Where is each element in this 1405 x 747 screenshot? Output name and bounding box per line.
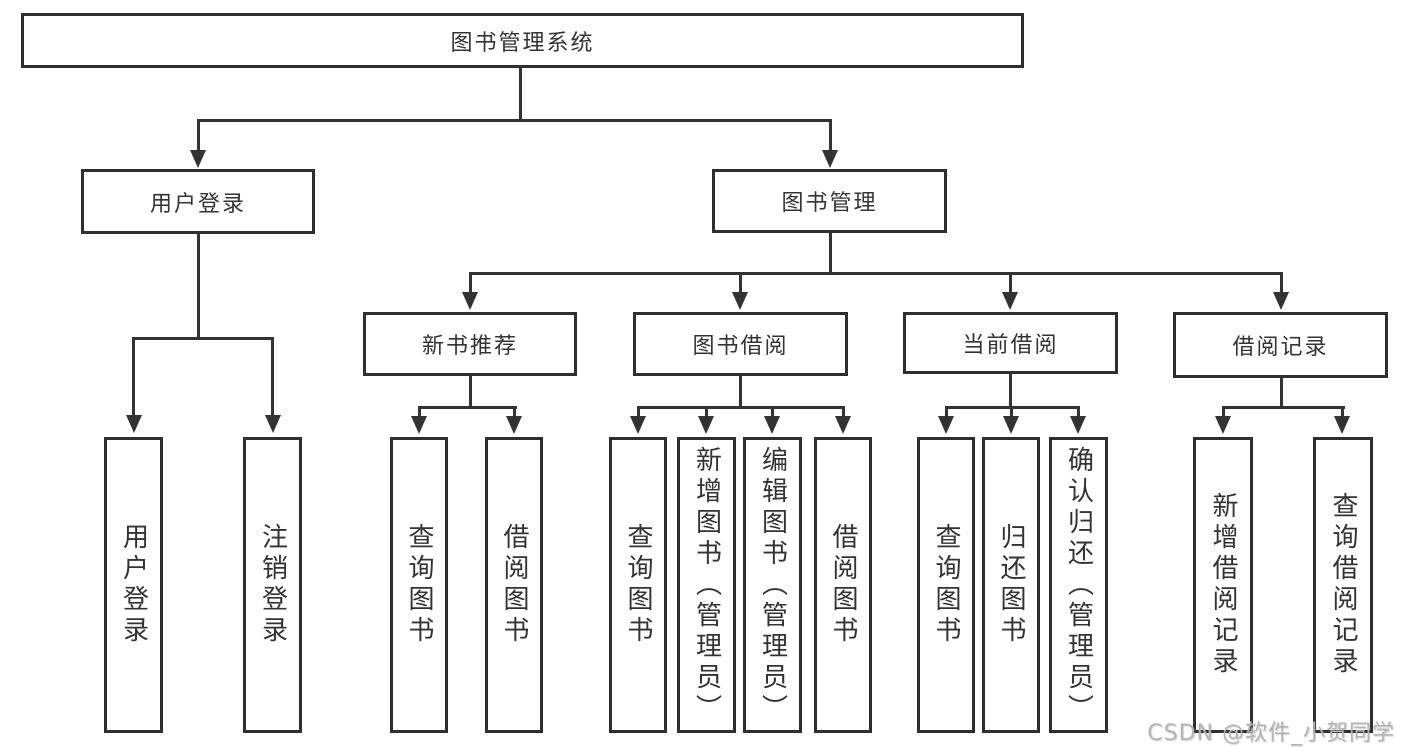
leaf-record-add-borrow-record: 新增借阅记录 — [1193, 437, 1253, 733]
connector-line — [1222, 406, 1225, 420]
connector-line — [132, 337, 135, 417]
connector-line — [637, 406, 640, 420]
connector-arrowhead — [938, 416, 954, 434]
connector-arrowhead — [1215, 416, 1231, 434]
connector-line — [705, 406, 708, 420]
connector-arrowhead — [1334, 416, 1350, 434]
connector-line — [637, 406, 845, 409]
node-library-management-system: 图书管理系统 — [21, 13, 1024, 68]
connector-line — [771, 406, 774, 420]
connector-arrowhead — [190, 150, 206, 168]
connector-arrowhead — [822, 150, 838, 168]
leaf-current-confirm-return-admin: 确认归还（管理员） — [1049, 437, 1108, 733]
leaf-current-query-book: 查询图书 — [917, 437, 975, 733]
connector-arrowhead — [732, 292, 748, 310]
node-user-login: 用户登录 — [81, 169, 315, 234]
connector-line — [1010, 406, 1013, 420]
connector-line — [829, 119, 832, 152]
connector-line — [1077, 406, 1080, 420]
connector-line — [945, 406, 948, 420]
node-current-borrow: 当前借阅 — [903, 312, 1118, 374]
connector-line — [1009, 272, 1012, 294]
connector-line — [418, 406, 421, 420]
connector-arrowhead — [698, 416, 714, 434]
connector-arrowhead — [126, 415, 142, 433]
connector-line — [418, 406, 517, 409]
connector-arrowhead — [265, 415, 281, 433]
leaf-borrow-query-book: 查询图书 — [609, 437, 667, 733]
connector-line — [469, 272, 1283, 275]
connector-arrowhead — [1273, 292, 1289, 310]
connector-arrowhead — [630, 416, 646, 434]
leaf-borrow-borrow-book: 借阅图书 — [814, 437, 872, 733]
connector-arrowhead — [1002, 292, 1018, 310]
connector-line — [1222, 406, 1345, 409]
leaf-borrow-edit-book-admin: 编辑图书（管理员） — [743, 437, 802, 733]
connector-arrowhead — [506, 416, 522, 434]
connector-line — [1280, 378, 1283, 406]
leaf-newbook-query-book: 查询图书 — [390, 437, 448, 733]
connector-line — [197, 234, 200, 337]
connector-arrowhead — [764, 416, 780, 434]
connector-arrowhead — [411, 416, 427, 434]
connector-arrowhead — [1003, 416, 1019, 434]
leaf-borrow-add-book-admin: 新增图书（管理员） — [677, 437, 736, 733]
connector-line — [1009, 374, 1012, 406]
connector-line — [197, 119, 200, 152]
leaf-current-return-book: 归还图书 — [982, 437, 1040, 733]
leaf-record-query-borrow-record: 查询借阅记录 — [1313, 437, 1373, 733]
leaf-logout: 注销登录 — [243, 437, 302, 733]
leaf-user-login: 用户登录 — [104, 437, 163, 733]
connector-arrowhead — [462, 292, 478, 310]
connector-line — [1341, 406, 1344, 420]
connector-arrowhead — [835, 416, 851, 434]
connector-line — [513, 406, 516, 420]
node-book-borrow: 图书借阅 — [633, 312, 848, 376]
connector-line — [271, 337, 274, 417]
connector-line — [829, 233, 832, 272]
connector-line — [469, 376, 472, 406]
leaf-newbook-borrow-book: 借阅图书 — [485, 437, 543, 733]
connector-arrowhead — [1070, 416, 1086, 434]
node-borrow-record: 借阅记录 — [1173, 312, 1388, 378]
connector-line — [842, 406, 845, 420]
connector-line — [739, 376, 742, 406]
connector-line — [739, 272, 742, 294]
node-new-book-recommend: 新书推荐 — [363, 312, 577, 376]
connector-line — [132, 337, 273, 340]
connector-line — [469, 272, 472, 294]
connector-line — [197, 119, 832, 122]
node-book-management: 图书管理 — [712, 169, 947, 233]
connector-line — [1280, 272, 1283, 294]
csdn-watermark: CSDN @软件_小贺同学 — [1147, 721, 1395, 746]
connector-line — [519, 68, 522, 120]
